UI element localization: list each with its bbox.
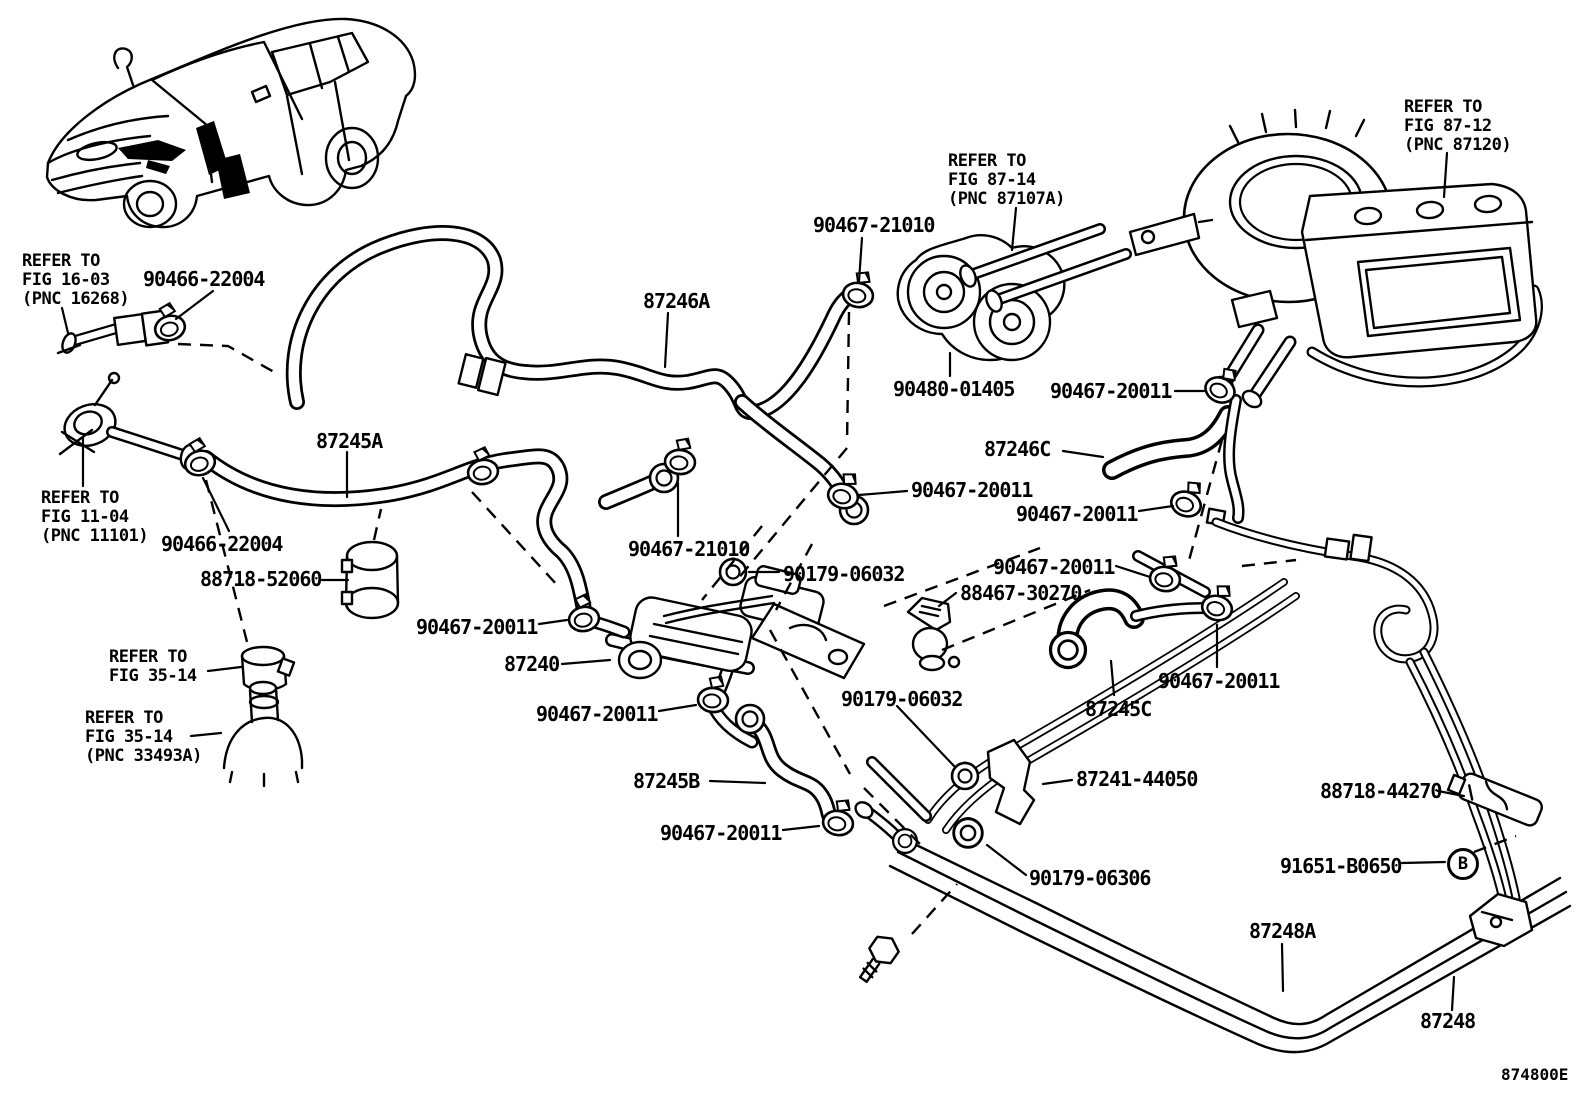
part-label-90179-06032-b[interactable]: 90179-06032 xyxy=(841,687,963,711)
leader-lines xyxy=(60,151,1466,1012)
part-label-90467-20011-g[interactable]: 90467-20011 xyxy=(1158,669,1280,693)
view-marker-B: B xyxy=(1447,848,1479,880)
note-refer-fig-16-03: REFER TO FIG 16-03 (PNC 16268) xyxy=(22,251,130,310)
note-refer-fig-87-14: REFER TO FIG 87-14 (PNC 87107A) xyxy=(948,151,1065,210)
hose-clamp xyxy=(563,591,603,635)
heater-pipes-87107 xyxy=(959,223,1132,313)
clamp-fig-35-14 xyxy=(240,645,296,692)
part-label-90467-21010-a[interactable]: 90467-21010 xyxy=(813,213,935,237)
dashed-reference-lines xyxy=(177,311,1517,935)
heater-water-valve xyxy=(579,565,866,749)
grommet-plate xyxy=(896,234,1066,362)
part-label-90467-20011-f[interactable]: 90467-20011 xyxy=(536,702,658,726)
part-label-87241-44050[interactable]: 87241-44050 xyxy=(1076,767,1198,791)
part-label-90467-20011-c[interactable]: 90467-20011 xyxy=(1016,502,1138,526)
part-label-90467-20011-a[interactable]: 90467-20011 xyxy=(1050,379,1172,403)
grommet xyxy=(952,816,984,849)
part-label-90179-06306[interactable]: 90179-06306 xyxy=(1029,866,1151,890)
part-label-87246A[interactable]: 87246A xyxy=(643,289,710,313)
part-label-88718-52060[interactable]: 88718-52060 xyxy=(200,567,322,591)
note-refer-fig-11-04: REFER TO FIG 11-04 (PNC 11101) xyxy=(41,488,149,547)
part-label-90467-21010-b[interactable]: 90467-21010 xyxy=(628,537,750,561)
rear-blower-unit xyxy=(1128,108,1543,527)
part-label-90467-20011-d[interactable]: 90467-20011 xyxy=(993,555,1115,579)
part-label-87245B[interactable]: 87245B xyxy=(633,769,700,793)
grommet xyxy=(950,761,980,791)
part-label-87246C[interactable]: 87246C xyxy=(984,437,1051,461)
rear-heater-pipes xyxy=(854,517,1572,1054)
thermistor-88467 xyxy=(906,596,961,672)
part-label-90467-20011-h[interactable]: 90467-20011 xyxy=(660,821,782,845)
part-label-87245C[interactable]: 87245C xyxy=(1085,697,1152,721)
part-label-90466-22004-b[interactable]: 90466-22004 xyxy=(161,532,283,556)
part-label-90179-06032-a[interactable]: 90179-06032 xyxy=(783,562,905,586)
diagram-code: 874800E xyxy=(1501,1065,1569,1084)
hose-clamp xyxy=(462,444,502,488)
part-label-90466-22004-a[interactable]: 90466-22004 xyxy=(143,267,265,291)
reservoir-fig-35-14 xyxy=(222,680,304,788)
bolt-icon xyxy=(858,935,900,983)
part-label-90467-20011-e[interactable]: 90467-20011 xyxy=(416,615,538,639)
hose-clamp xyxy=(662,435,699,477)
part-label-87245A[interactable]: 87245A xyxy=(316,429,383,453)
part-label-87240[interactable]: 87240 xyxy=(504,652,560,676)
part-label-90480-01405[interactable]: 90480-01405 xyxy=(893,377,1015,401)
note-refer-fig-35-14-pnc: REFER TO FIG 35-14 (PNC 33493A) xyxy=(85,708,202,767)
part-label-88718-44270[interactable]: 88718-44270 xyxy=(1320,779,1442,803)
part-label-87248[interactable]: 87248 xyxy=(1420,1009,1476,1033)
part-label-87248A[interactable]: 87248A xyxy=(1249,919,1316,943)
note-refer-fig-87-12: REFER TO FIG 87-12 (PNC 87120) xyxy=(1404,97,1512,156)
part-label-90467-20011-b[interactable]: 90467-20011 xyxy=(911,478,1033,502)
vehicle-thumbnail xyxy=(45,17,417,229)
band-clamp-88718-52060 xyxy=(340,540,400,620)
fasteners xyxy=(858,935,900,983)
antenna xyxy=(113,47,135,87)
pipe-clamp-88718-44270 xyxy=(1446,772,1543,827)
part-label-88467-30270[interactable]: 88467-30270 xyxy=(960,581,1082,605)
engine-connection-parts xyxy=(56,309,199,471)
part-label-91651-B0650[interactable]: 91651-B0650 xyxy=(1280,854,1402,878)
note-refer-fig-35-14: REFER TO FIG 35-14 xyxy=(109,647,197,687)
